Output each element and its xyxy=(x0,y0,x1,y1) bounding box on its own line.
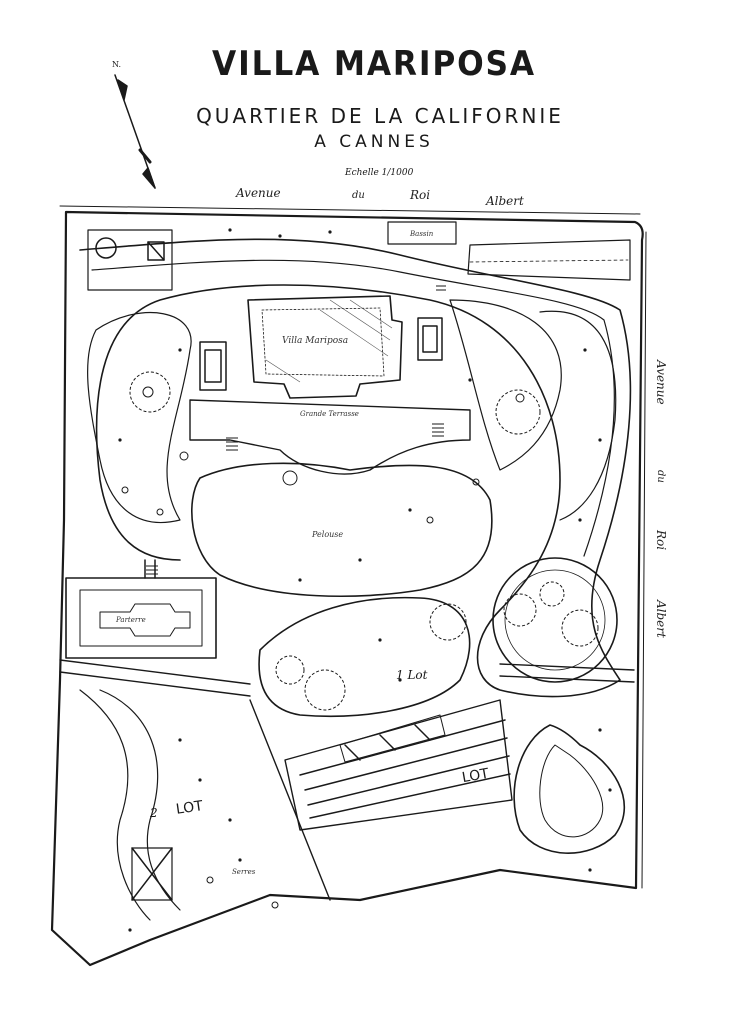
street-label-top-1: Avenue xyxy=(236,186,281,200)
label-parterre: Parterre xyxy=(116,616,146,624)
map-subtitle: QUARTIER DE LA CALIFORNIE xyxy=(196,104,564,128)
label-lot-left-number: 2 xyxy=(150,806,158,820)
villa-building xyxy=(247,295,403,399)
street-label-top-4: Albert xyxy=(486,194,524,208)
north-marker: N. xyxy=(112,60,122,69)
label-villa: Villa Mariposa xyxy=(282,336,349,346)
lower-right-garden xyxy=(513,724,626,854)
label-pelouse: Pelouse xyxy=(312,530,344,539)
map-city: A CANNES xyxy=(314,132,434,152)
serres-greenhouse xyxy=(284,699,513,831)
main-drive xyxy=(79,238,632,698)
street-label-top-3: Roi xyxy=(410,188,431,202)
parterre-garden xyxy=(65,577,217,659)
lower-oval-lawn xyxy=(258,596,471,718)
label-lot-middle: 1 Lot xyxy=(396,668,428,682)
property-boundary xyxy=(50,210,644,967)
pelouse-lawn xyxy=(191,462,493,598)
label-grande-terrasse: Grande Terrasse xyxy=(300,410,359,418)
north-arrow-icon xyxy=(114,74,156,189)
grande-terrasse xyxy=(189,399,471,475)
right-round-garden xyxy=(492,557,618,683)
label-serres: Serres xyxy=(232,868,256,876)
label-bassin: Bassin xyxy=(410,230,434,238)
map-title: VILLA MARIPOSA xyxy=(212,44,536,84)
map-scale: Echelle 1/1000 xyxy=(345,168,414,178)
street-label-top-2: du xyxy=(352,190,365,201)
